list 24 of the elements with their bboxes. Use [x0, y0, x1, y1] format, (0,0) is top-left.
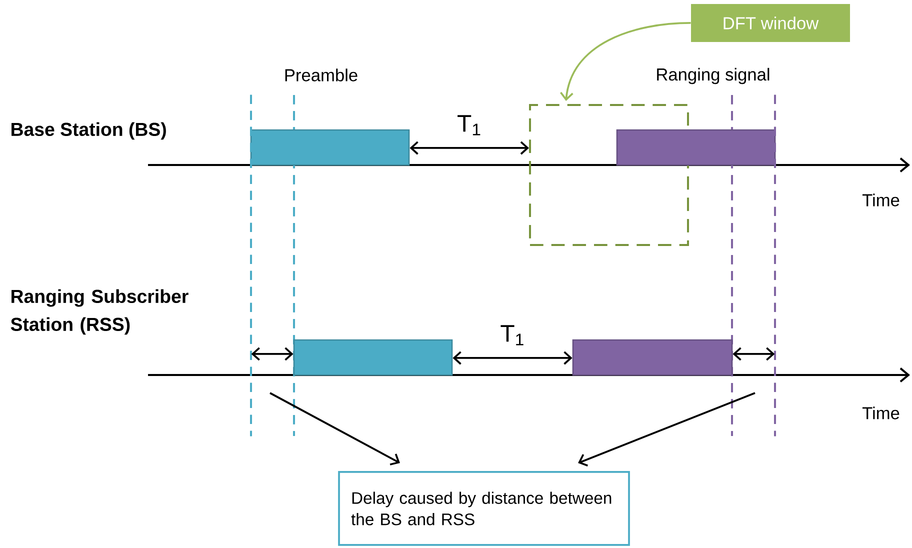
station-label: Base Station (BS) — [12, 122, 166, 140]
arrow — [732, 347, 775, 361]
arrow — [410, 141, 529, 155]
text-label: Ranging signal — [657, 68, 770, 84]
text-label: Time — [862, 406, 900, 420]
callout-box: DFT window — [691, 4, 850, 42]
arrow — [560, 22, 691, 101]
dashed-guide — [774, 94, 776, 436]
edge-label: T$_{1}$ — [458, 115, 480, 136]
arrow — [270, 392, 400, 466]
signal-block — [250, 129, 410, 166]
text-label: Time — [862, 194, 900, 206]
edge-label: T$_{1}$ — [500, 325, 524, 346]
arrow — [452, 351, 572, 365]
dashed-window — [529, 104, 689, 246]
arrow — [578, 392, 756, 467]
signal-block — [293, 339, 453, 376]
signal-block — [572, 339, 733, 376]
arrow — [251, 347, 294, 361]
signal-block — [616, 129, 776, 166]
dashed-guide — [250, 94, 252, 436]
text-label: Preamble — [285, 68, 358, 82]
note-box: Delay caused by distance between the BS and RSS — [338, 471, 630, 546]
station-label: Ranging Subscriber Station (RSS) — [10, 289, 188, 335]
